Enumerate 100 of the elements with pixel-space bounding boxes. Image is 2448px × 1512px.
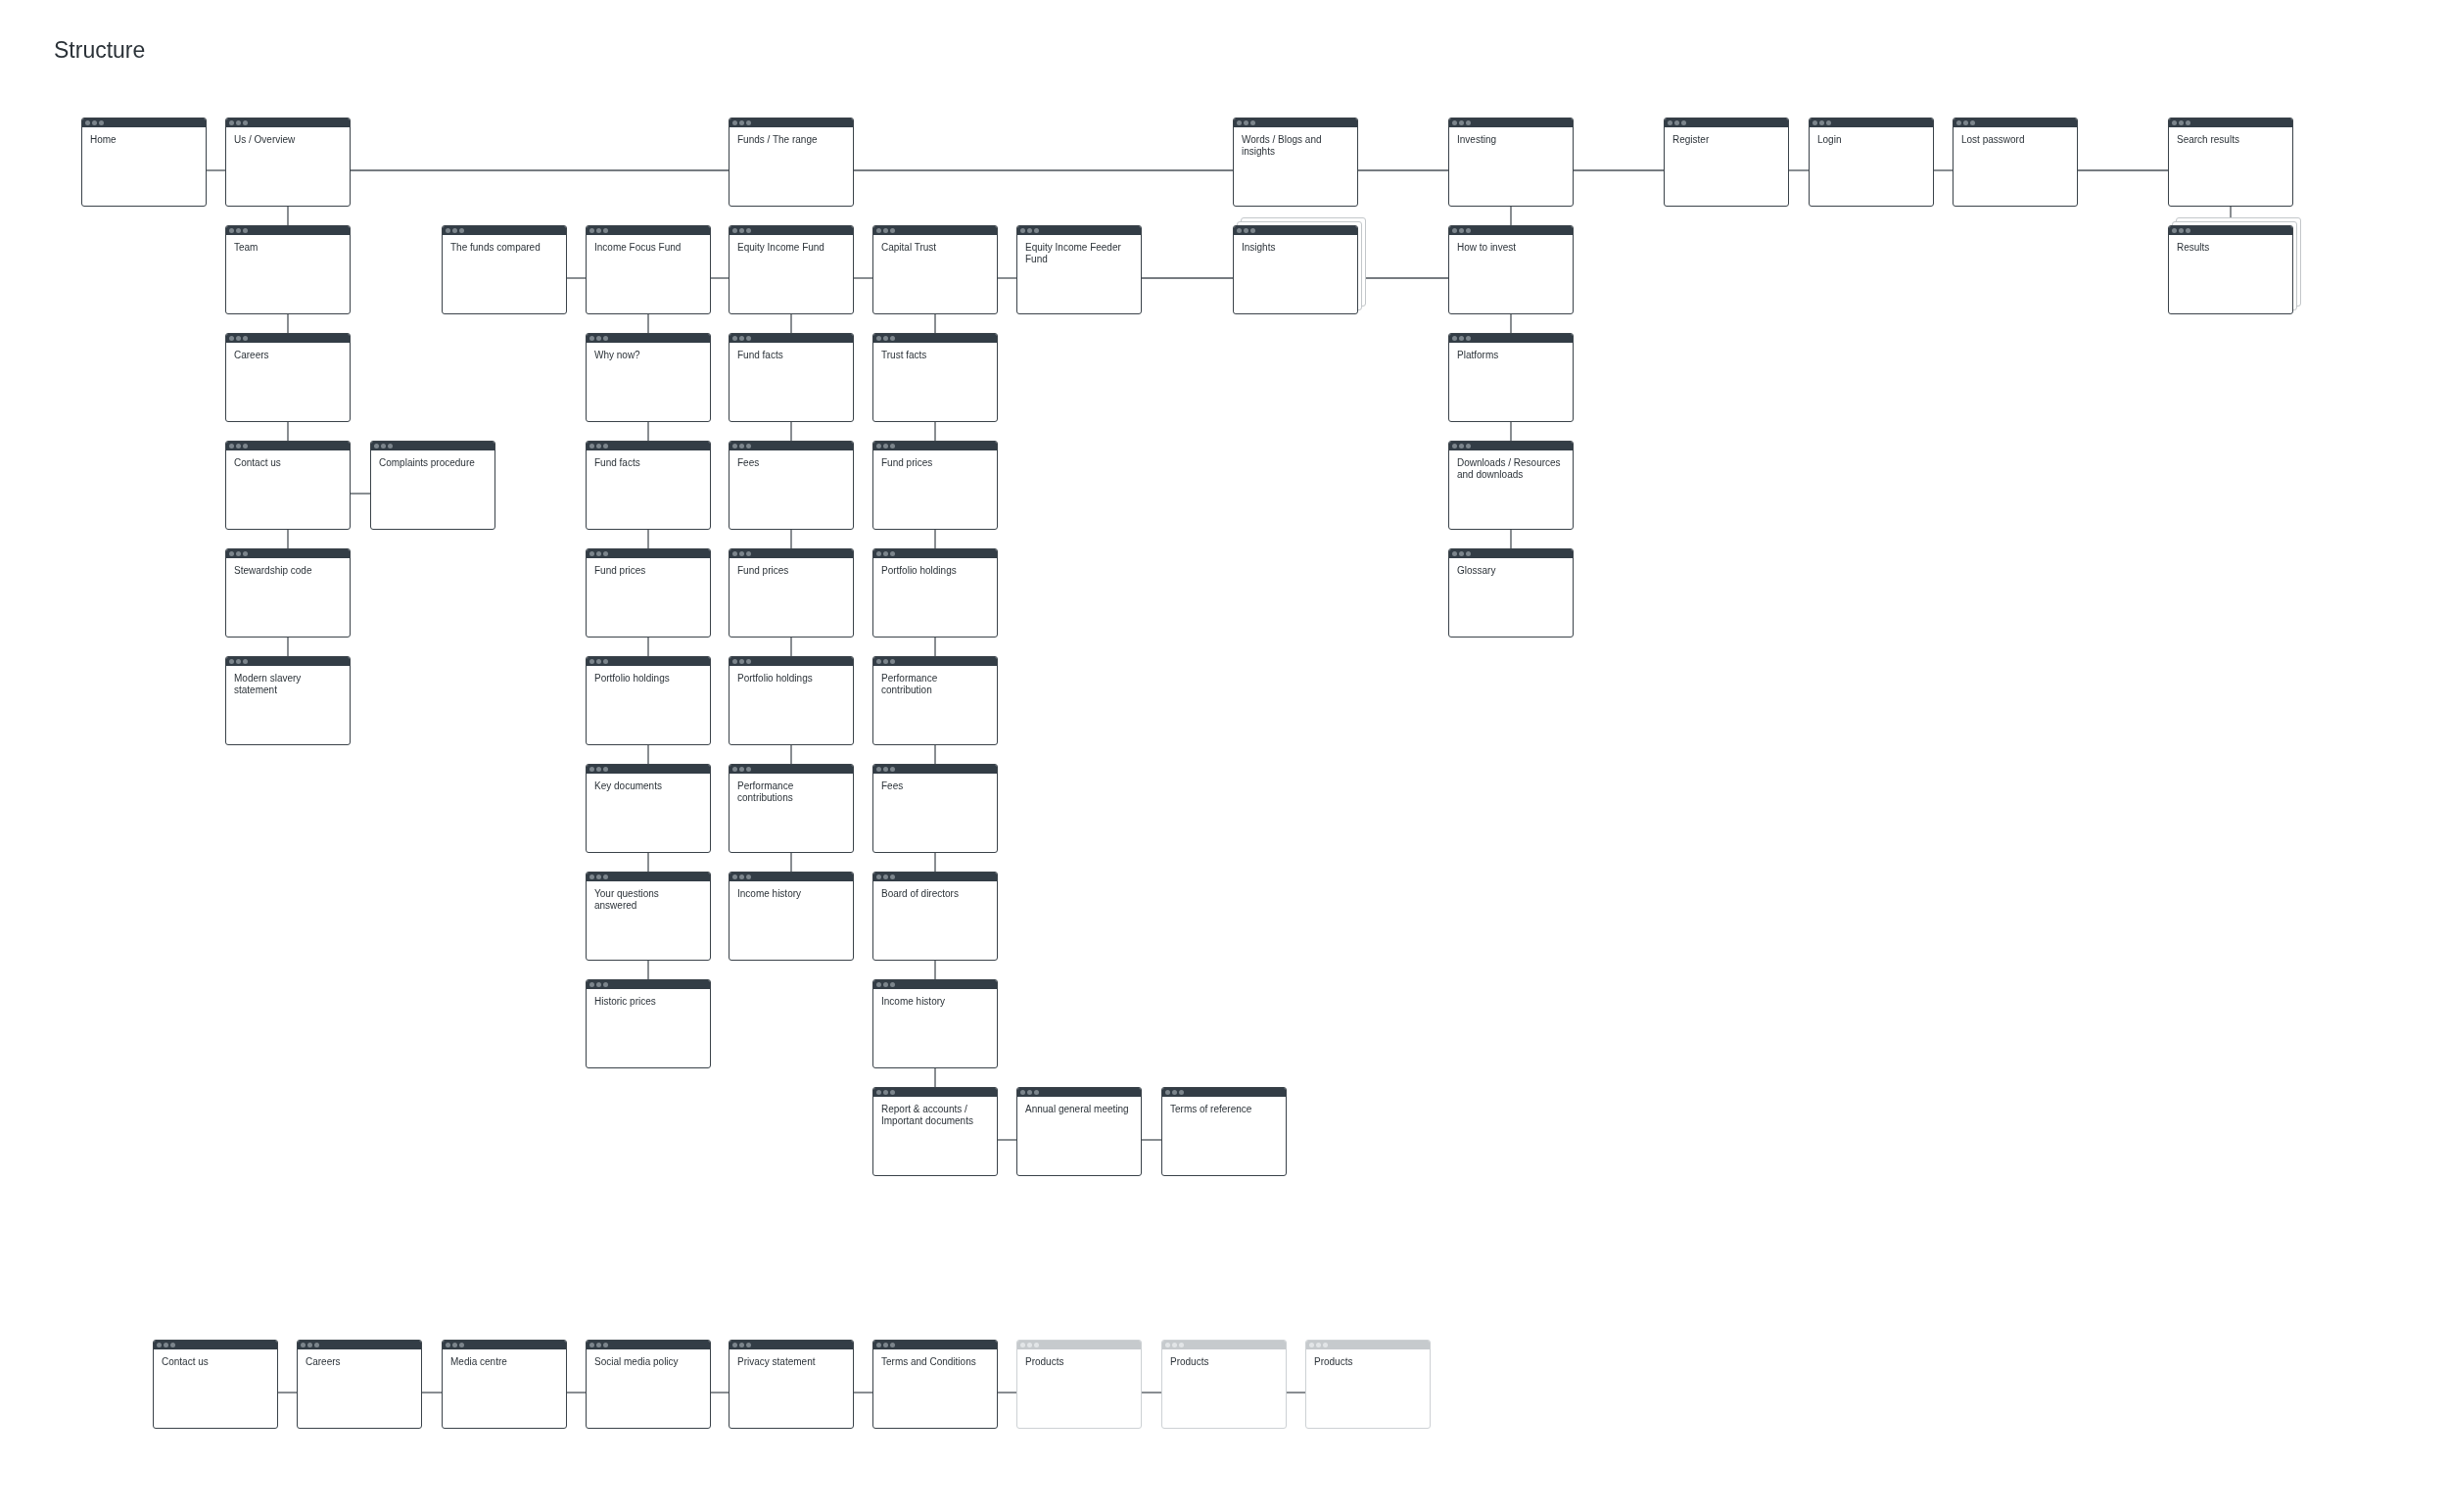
connector-line — [421, 1392, 443, 1394]
page-title-text: Insights — [1241, 241, 1277, 254]
page-wireframe — [1953, 118, 2078, 207]
page-wireframe — [872, 333, 998, 422]
page-title-text: How to invest — [1456, 241, 1518, 254]
page-wireframe — [586, 872, 711, 961]
page-wireframe — [586, 441, 711, 530]
page-wireframe — [729, 656, 854, 745]
page-title-text: Fund prices — [880, 456, 934, 469]
page-title-text: Terms and Conditions — [880, 1355, 977, 1368]
connector-line — [790, 852, 792, 873]
connector-line — [997, 277, 1017, 279]
connector-line — [934, 744, 936, 765]
connector-line — [287, 421, 289, 442]
page-wireframe — [586, 656, 711, 745]
page-wireframe — [442, 1340, 567, 1429]
connector-line — [1141, 1392, 1162, 1394]
page-wireframe — [586, 333, 711, 422]
page-title-text: Income history — [880, 995, 947, 1008]
page-title-text: Lost password — [1960, 133, 2026, 146]
page-title-text: Why now? — [593, 349, 641, 361]
page-wireframe — [872, 225, 998, 314]
connector-line — [350, 169, 730, 171]
page-wireframe — [872, 1340, 998, 1429]
page-wireframe — [872, 441, 998, 530]
page-wireframe — [1161, 1087, 1287, 1176]
page-wireframe — [729, 764, 854, 853]
page-title-text: Platforms — [1456, 349, 1500, 361]
page-wireframe — [872, 979, 998, 1068]
page-wireframe — [1233, 225, 1358, 314]
connector-line — [997, 1139, 1017, 1141]
page-wireframe — [729, 1340, 854, 1429]
page-title-text: Login — [1816, 133, 1843, 146]
page-wireframe — [225, 548, 351, 638]
connector-line — [1510, 529, 1512, 549]
connector-line — [790, 744, 792, 765]
connector-line — [647, 529, 649, 549]
connector-line — [1357, 169, 1449, 171]
page-wireframe — [1161, 1340, 1287, 1429]
page-wireframe — [1448, 333, 1574, 422]
page-wireframe — [586, 548, 711, 638]
page-wireframe — [1448, 225, 1574, 314]
connector-line — [647, 852, 649, 873]
connector-line — [277, 1392, 298, 1394]
connector-line — [853, 169, 1234, 171]
page-title-text: Trust facts — [880, 349, 928, 361]
page-title-text: Income Focus Fund — [593, 241, 683, 254]
page-title-text: Team — [233, 241, 259, 254]
connector-line — [790, 313, 792, 334]
page-wireframe — [729, 548, 854, 638]
page-title-text: Historic prices — [593, 995, 657, 1008]
page-wireframe — [1016, 225, 1142, 314]
page-wireframe — [1448, 548, 1574, 638]
page-title-text: Register — [1671, 133, 1711, 146]
connector-line — [1510, 206, 1512, 226]
page-wireframe — [225, 333, 351, 422]
page-title-text: Complaints procedure — [378, 456, 476, 469]
connector-line — [853, 1392, 873, 1394]
page-title-text: Stewardship code — [233, 564, 313, 577]
page-title-text: Investing — [1456, 133, 1498, 146]
page-title-text: Words / Blogs and insights — [1241, 133, 1323, 158]
connector-line — [350, 493, 371, 495]
page-wireframe — [729, 872, 854, 961]
page-wireframe — [872, 656, 998, 745]
connector-line — [1141, 277, 1234, 279]
page-title-text: Glossary — [1456, 564, 1497, 577]
page-title-text: Income history — [736, 887, 803, 900]
page-title-text: Careers — [233, 349, 270, 361]
page-title-text: Performance contribution — [880, 672, 939, 696]
page-title-text: The funds compared — [449, 241, 541, 254]
connector-line — [997, 1392, 1017, 1394]
page-title-text: Products — [1024, 1355, 1065, 1368]
page-title-text: Report & accounts / Important documents — [880, 1103, 974, 1127]
connector-line — [934, 421, 936, 442]
page-wireframe — [1664, 118, 1789, 207]
page-title-text: Fund facts — [593, 456, 641, 469]
page-title-text: Contact us — [161, 1355, 210, 1368]
connector-line — [647, 637, 649, 657]
page-title-text: Downloads / Resources and downloads — [1456, 456, 1562, 481]
page-title-text: Fund prices — [593, 564, 647, 577]
page-wireframe — [729, 441, 854, 530]
page-title-text: Fund facts — [736, 349, 784, 361]
page-wireframe — [153, 1340, 278, 1429]
connector-line — [287, 529, 289, 549]
connector-line — [1788, 169, 1810, 171]
page-wireframe — [1016, 1340, 1142, 1429]
page-wireframe — [729, 333, 854, 422]
connector-line — [1510, 313, 1512, 334]
page-title-text: Equity Income Feeder Fund — [1024, 241, 1122, 265]
page-wireframe — [81, 118, 207, 207]
page-title-text: Board of directors — [880, 887, 960, 900]
connector-line — [1933, 169, 1954, 171]
page-wireframe — [225, 225, 351, 314]
connector-line — [934, 1067, 936, 1088]
page-title-text: Portfolio holdings — [736, 672, 814, 685]
connector-line — [566, 277, 587, 279]
page-title-text: Fees — [880, 780, 905, 792]
connector-line — [287, 637, 289, 657]
page-title-text: Us / Overview — [233, 133, 297, 146]
page-wireframe — [729, 225, 854, 314]
